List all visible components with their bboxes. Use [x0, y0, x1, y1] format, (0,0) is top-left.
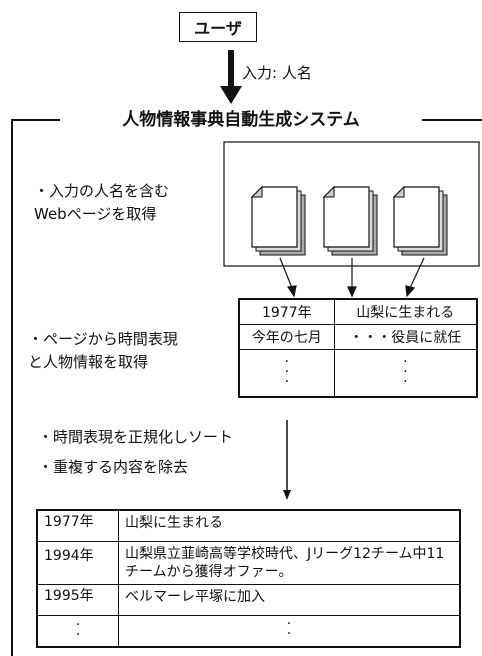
input-label: 入力: 人名	[242, 64, 312, 82]
ellipsis-cell: ··	[36, 615, 119, 648]
extract-arrows	[279, 257, 425, 298]
table-cell-year: 1994年	[36, 541, 119, 585]
step-normalize-sort: ・時間表現を正規化しソート	[38, 428, 234, 446]
step-extract-line2: と人物情報を取得	[28, 353, 149, 371]
step-fetch-line2: Webページを取得	[34, 205, 157, 223]
table-row-ellipsis: ·· ··	[36, 615, 461, 648]
step-fetch-pages: ・入力の人名を含む Webページを取得	[34, 180, 169, 226]
step-extract-line1: ・ページから時間表現	[28, 330, 178, 348]
table-cell-info: 山梨に生まれる	[333, 298, 478, 325]
document-icon-1	[250, 185, 306, 256]
ellipsis-cell: ···	[333, 349, 478, 398]
table-row: 今年の七月 ・・・役員に就任	[238, 324, 478, 350]
table-row: 1994年 山梨県立韮崎高等学校時代、Jリーグ12チーム中11チームから獲得オフ…	[36, 541, 461, 585]
table-row: 1977年 山梨に生まれる	[238, 298, 478, 325]
system-frame	[11, 119, 60, 656]
table-cell-event: 山梨県立韮崎高等学校時代、Jリーグ12チーム中11チームから獲得オファー。	[118, 541, 461, 585]
table-cell-event: 山梨に生まれる	[118, 509, 461, 542]
table-row: 1977年 山梨に生まれる	[36, 509, 461, 542]
sort-arrow-head	[283, 490, 291, 500]
step-extract-info: ・ページから時間表現 と人物情報を取得	[28, 328, 178, 374]
table-cell-year: 1995年	[36, 584, 119, 616]
table-cell-time: 今年の七月	[238, 324, 335, 350]
table-row-ellipsis: ··· ···	[238, 349, 478, 398]
table-cell-year: 1977年	[36, 509, 119, 542]
table-cell-time: 1977年	[238, 298, 335, 325]
user-box: ユーザ	[179, 12, 257, 42]
system-title: 人物情報事典自動生成システム	[60, 108, 422, 132]
table-cell-event: ベルマーレ平塚に加入	[118, 584, 461, 616]
document-icon-2	[322, 185, 378, 256]
document-icon-3	[392, 185, 448, 256]
result-table: 1977年 山梨に生まれる 1994年 山梨県立韮崎高等学校時代、Jリーグ12チ…	[36, 509, 461, 648]
ellipsis-cell: ··	[118, 615, 461, 648]
table-row: 1995年 ベルマーレ平塚に加入	[36, 584, 461, 616]
extracted-info-table: 1977年 山梨に生まれる 今年の七月 ・・・役員に就任 ··· ···	[238, 298, 478, 398]
step-remove-duplicates: ・重複する内容を除去	[38, 458, 189, 476]
table-cell-info: ・・・役員に就任	[333, 324, 478, 350]
step-fetch-line1: ・入力の人名を含む	[34, 182, 170, 200]
input-arrow-head	[220, 86, 242, 104]
ellipsis-cell: ···	[238, 349, 335, 398]
